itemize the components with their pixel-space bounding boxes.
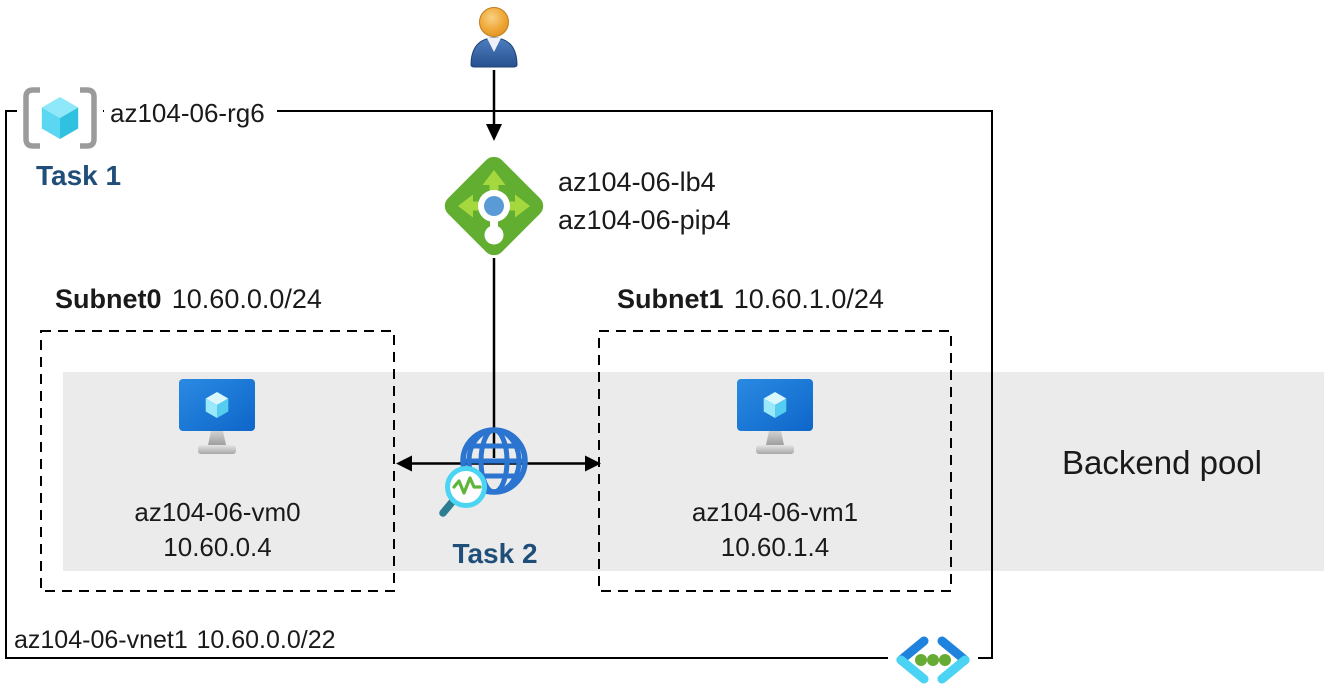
user-icon: [462, 5, 526, 69]
load-balancer-labels: az104-06-lb4 az104-06-pip4: [558, 163, 731, 239]
resource-group-icon: [17, 83, 103, 153]
vm1-label: az104-06-vm1 10.60.1.4: [598, 495, 952, 565]
vnet-icon: [888, 631, 978, 689]
resource-group-name: az104-06-rg6: [104, 95, 277, 131]
subnet1-label: Subnet1 10.60.1.0/24: [617, 284, 884, 315]
subnet0-name: Subnet0: [55, 284, 162, 314]
vnet-cidr: 10.60.0.0/22: [196, 626, 336, 654]
vm1-ip: 10.60.1.4: [720, 532, 830, 562]
vm0-label: az104-06-vm0 10.60.0.4: [40, 495, 395, 565]
load-balancer-icon: [435, 147, 553, 265]
vm0-name: az104-06-vm0: [134, 497, 301, 527]
backend-pool-label: Backend pool: [1062, 444, 1262, 481]
vnet-label: az104-06-vnet1 10.60.0.0/22: [14, 626, 336, 655]
globe-magnifier-icon: [436, 419, 540, 523]
vm0-ip: 10.60.0.4: [163, 532, 272, 562]
resource-group-box: [5, 110, 993, 659]
subnet1-name: Subnet1: [617, 284, 724, 314]
subnet0-cidr: 10.60.0.0/24: [171, 284, 322, 314]
task2-label: Task 2: [452, 538, 538, 569]
vm1-name: az104-06-vm1: [691, 497, 859, 527]
load-balancer-name: az104-06-lb4: [558, 167, 716, 197]
vm-icon: [735, 379, 815, 457]
subnet0-label: Subnet0 10.60.0.0/24: [55, 284, 322, 315]
subnet1-cidr: 10.60.1.0/24: [733, 284, 884, 314]
vnet-name: az104-06-vnet1: [14, 626, 188, 654]
public-ip-name: az104-06-pip4: [558, 205, 731, 235]
task1-label: Task 1: [36, 160, 122, 191]
vm-icon: [177, 379, 257, 457]
